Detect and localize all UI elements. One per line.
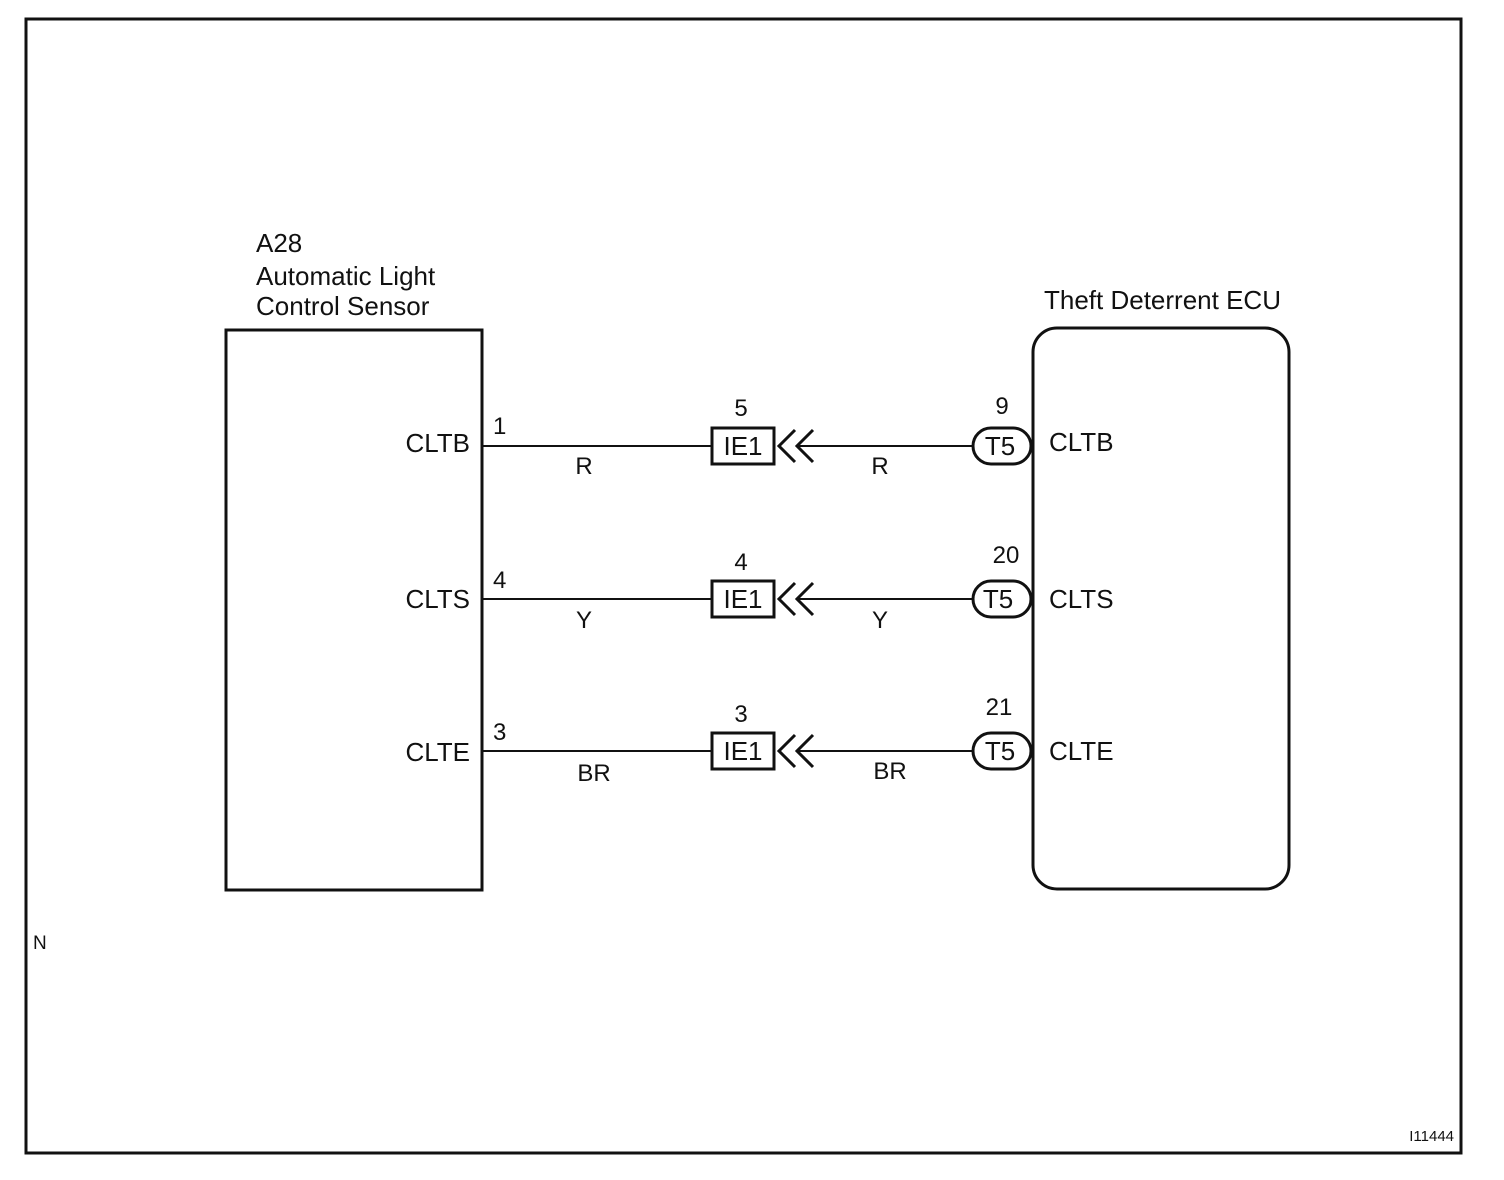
circuit-cltb: CLTB 1 R 5 IE1 R 9 T5 CLTB	[405, 393, 1113, 480]
junction-connector-box	[710, 426, 776, 466]
sensor-terminal-label: CLTB	[405, 428, 470, 458]
junction-connector-label: IE1	[723, 584, 762, 614]
figure-id: I11444	[1409, 1128, 1454, 1145]
junction-pin-number: 5	[734, 395, 747, 422]
sensor-terminal-label: CLTE	[405, 737, 470, 767]
sensor-terminal-label: CLTS	[405, 584, 470, 614]
connector-chevron-icon	[776, 581, 797, 617]
connector-chevron-icon	[776, 428, 797, 464]
ecu-terminal-label: CLTS	[1049, 584, 1114, 614]
ecu-connector-label: T5	[985, 736, 1015, 766]
ecu-connector-oval	[971, 731, 1033, 771]
ecu-connector-oval	[971, 426, 1033, 466]
ecu-connector-label: T5	[985, 431, 1015, 461]
ecu-name: Theft Deterrent ECU	[1044, 285, 1281, 315]
ecu-terminal-label: CLTE	[1049, 736, 1114, 766]
corner-mark: N	[33, 933, 47, 954]
junction-connector-box	[710, 579, 776, 619]
wire-color-right: BR	[873, 758, 906, 785]
ecu-connector-oval	[971, 579, 1033, 619]
ecu-pin-number: 20	[993, 542, 1020, 569]
wire-color-left: R	[575, 453, 592, 480]
junction-pin-number: 4	[734, 549, 747, 576]
ecu-pin-number: 9	[995, 393, 1008, 420]
circuit-clts: CLTS 4 Y 4 IE1 Y 20 T5 CLTS	[405, 542, 1113, 634]
sensor-pin-number: 3	[493, 719, 506, 746]
wire-color-left: Y	[576, 607, 592, 634]
sensor-code: A28	[256, 228, 302, 258]
circuit-clte: CLTE 3 BR 3 IE1 BR 21 T5 CLTE	[405, 694, 1113, 787]
ecu-box	[1031, 326, 1291, 891]
connector-chevron-icon	[776, 733, 797, 769]
sensor-name-line1: Automatic Light	[256, 261, 436, 291]
sensor-pin-number: 1	[493, 413, 506, 440]
junction-connector-box	[710, 731, 776, 771]
sensor-pin-number: 4	[493, 567, 506, 594]
sensor-box	[224, 328, 484, 892]
wire-color-left: BR	[577, 760, 610, 787]
diagram-frame	[24, 17, 1463, 1155]
junction-connector-label: IE1	[723, 736, 762, 766]
wire-color-right: R	[871, 453, 888, 480]
ecu-connector-label: T5	[983, 584, 1013, 614]
junction-pin-number: 3	[734, 701, 747, 728]
sensor-name-line2: Control Sensor	[256, 291, 430, 321]
wire-color-right: Y	[872, 607, 888, 634]
ecu-terminal-label: CLTB	[1049, 427, 1114, 457]
junction-connector-label: IE1	[723, 431, 762, 461]
ecu-pin-number: 21	[986, 694, 1013, 721]
